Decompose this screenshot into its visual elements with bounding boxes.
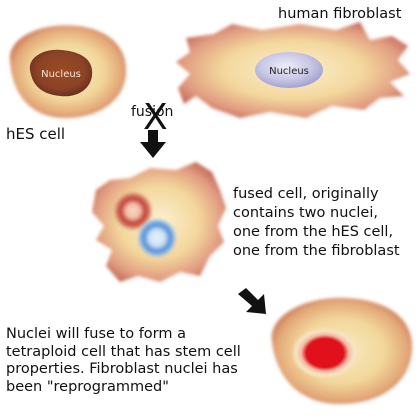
- arrow-diagonal-icon: [238, 288, 266, 314]
- fibroblast-nucleus-label: Nucleus: [269, 66, 309, 77]
- fused-nucleus-red: [113, 191, 153, 231]
- hes-cell: [9, 25, 127, 119]
- arrow-down-icon: [140, 130, 166, 158]
- fibroblast-cell: [176, 22, 410, 118]
- reprogramming-description: Nuclei will fuse to form a tetraploid ce…: [6, 326, 241, 395]
- hes-nucleus-label: Nucleus: [41, 69, 81, 80]
- fusion-cross-symbol: X: [143, 97, 168, 138]
- hes-cell-label: hES cell: [6, 125, 66, 143]
- fused-cell-description: fused cell, originally contains two nucl…: [233, 186, 400, 259]
- hes-nucleus: [29, 49, 93, 97]
- human-fibroblast-label: human fibroblast: [278, 6, 402, 22]
- fused-cell: [92, 162, 226, 282]
- reprogrammed-nucleus: [291, 327, 359, 379]
- reprogrammed-cell: [271, 297, 413, 404]
- fusion-label: fusion: [131, 104, 174, 120]
- fused-nucleus-blue: [137, 218, 177, 258]
- fibroblast-nucleus: [255, 52, 323, 88]
